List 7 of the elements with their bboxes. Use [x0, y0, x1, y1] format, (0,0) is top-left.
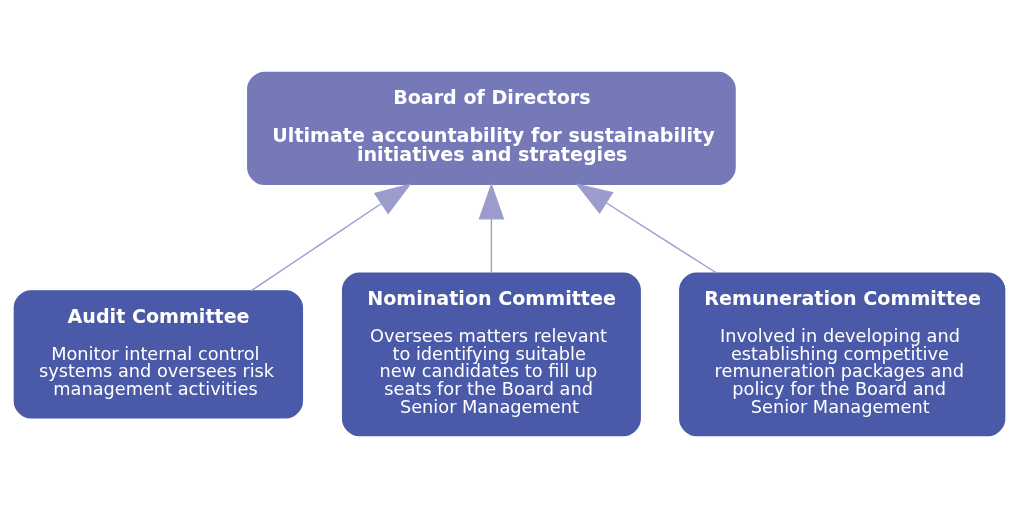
- node-box: Audit Committee Monitor internal control systems and oversees risk management activities: [13, 290, 304, 419]
- node-box: Remuneration Committee Involved in developing and establishing competitive remuneration packages and policy for the Board and Senior Management: [679, 272, 1006, 437]
- node-box: Board of Directors Ultimate accountability for sustainability initiatives and strategies: [247, 71, 736, 186]
- arrow: [575, 183, 718, 274]
- arrow: [250, 183, 412, 292]
- node-box: Nomination Committee Oversees matters relevant to identifying suitable new candidates to fill up seats for the Board and Senior Management: [341, 272, 641, 437]
- arrow: [478, 182, 505, 274]
